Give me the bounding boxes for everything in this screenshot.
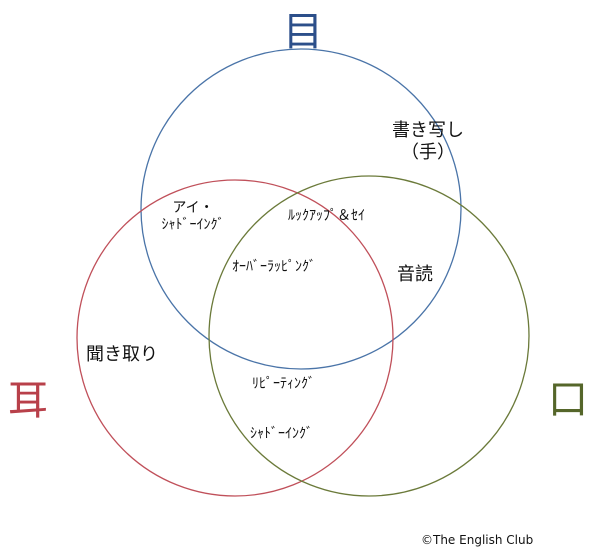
shadowing-label: ｼｬﾄﾞｰｲﾝｸﾞ xyxy=(250,426,313,442)
mouth-label: 口 xyxy=(548,377,588,423)
copyright-text: ©The English Club xyxy=(421,533,534,547)
reading-aloud-label: 音読 xyxy=(397,264,433,285)
eye-shadowing-line-2: ｼｬﾄﾞｰｲﾝｸﾞ xyxy=(161,217,225,233)
copy-writing-line-1: 書き写し xyxy=(392,120,464,141)
eye-shadowing-line-1: アイ・ xyxy=(172,200,214,216)
repeating-label: ﾘﾋﾟｰﾃｨﾝｸﾞ xyxy=(252,376,315,392)
eye-circle xyxy=(140,48,462,370)
listening-label: 聞き取り xyxy=(86,344,158,365)
eye-label: 目 xyxy=(283,9,323,55)
copy-writing-line-2: （手） xyxy=(401,142,455,163)
mouth-circle xyxy=(208,175,530,497)
ear-circle xyxy=(76,179,394,497)
copy-writing-label: 書き写し （手） xyxy=(388,120,468,164)
look-up-and-say-label: ﾙｯｸｱｯﾌﾟ＆ｾｲ xyxy=(288,208,365,224)
eye-shadowing-label: アイ・ ｼｬﾄﾞｰｲﾝｸﾞ xyxy=(143,200,243,234)
ear-label: 耳 xyxy=(8,378,48,424)
overlapping-label: ｵｰﾊﾞｰﾗｯﾋﾟﾝｸﾞ xyxy=(232,259,316,275)
